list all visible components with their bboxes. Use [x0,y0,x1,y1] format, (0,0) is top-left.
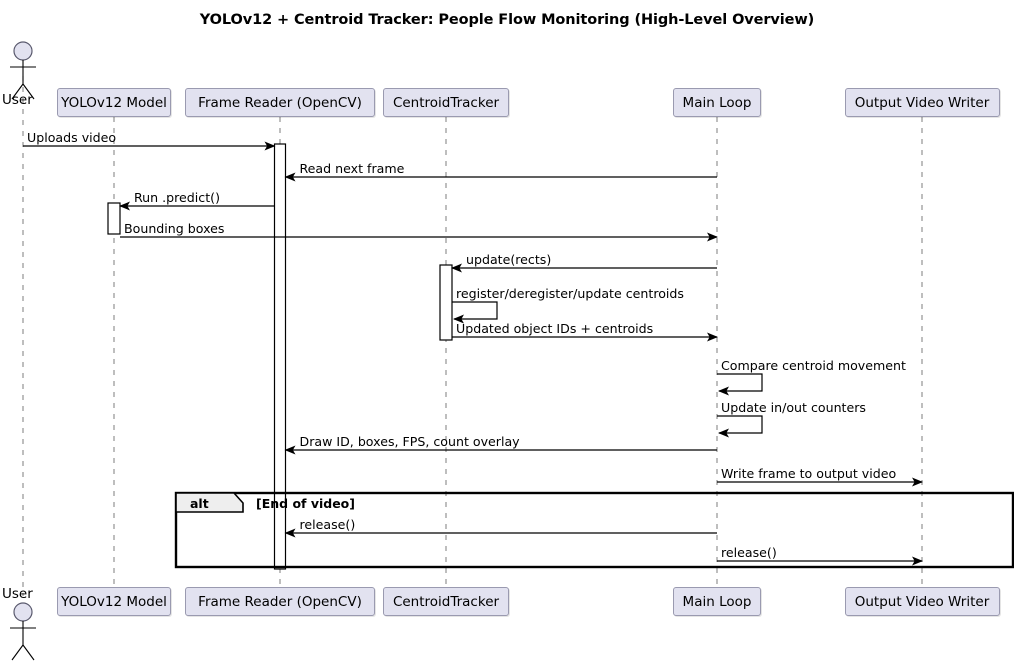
page-title: YOLOv12 + Centroid Tracker: People Flow … [199,12,815,28]
activation-frame-reader [273,143,287,570]
actor-figures-group [10,41,36,661]
participant-mainloop-top[interactable]: Main Loop [673,88,761,117]
participant-yolo-top[interactable]: YOLOv12 Model [57,88,171,117]
lifelines-group [22,76,923,596]
message-label-8: Compare centroid movement [721,358,906,373]
message-arrows-group [23,141,923,566]
message-label-9: Update in/out counters [721,400,866,415]
activation-centroid-tracker [439,264,453,341]
message-label-10: Draw ID, boxes, FPS, count overlay [299,434,520,449]
message-label-11: Write frame to output video [721,466,897,481]
actor-user-top [10,41,36,100]
alt-fragment-condition: [End of video] [256,496,355,511]
message-label-13: release() [721,545,777,560]
self-message-9 [717,415,763,438]
message-label-3: Run .predict() [134,190,220,205]
participant-tracker-bottom[interactable]: CentroidTracker [383,587,509,616]
message-label-2: Read next frame [299,161,405,176]
participant-yolo-bottom[interactable]: YOLOv12 Model [57,587,171,616]
alt-fragment-border [174,491,1014,569]
message-label-4: Bounding boxes [124,221,225,236]
message-label-6: register/deregister/update centroids [456,286,684,301]
message-label-7: Updated object IDs + centroids [456,321,654,336]
alt-fragment-label: alt [190,496,209,511]
actor-label-user-top: User [2,92,33,108]
participant-reader-top[interactable]: Frame Reader (OpenCV) [185,88,375,117]
activation-yolov12 [107,202,121,235]
participant-tracker-top[interactable]: CentroidTracker [383,88,509,117]
message-label-5: update(rects) [466,252,552,267]
self-message-6 [452,301,498,324]
message-label-1: Uploads video [27,130,117,145]
participant-writer-top[interactable]: Output Video Writer [844,88,1000,117]
participant-reader-bottom[interactable]: Frame Reader (OpenCV) [185,587,375,616]
participant-writer-bottom[interactable]: Output Video Writer [844,587,1000,616]
actor-label-user-bottom: User [2,586,33,602]
activation-bars-group [107,143,453,570]
message-label-12: release() [299,517,356,532]
self-message-8 [717,373,763,396]
participant-mainloop-bottom[interactable]: Main Loop [673,587,761,616]
alt-fragment-tab [175,492,244,513]
actor-user-bottom [10,602,36,661]
alt-fragment-group [174,491,1014,569]
